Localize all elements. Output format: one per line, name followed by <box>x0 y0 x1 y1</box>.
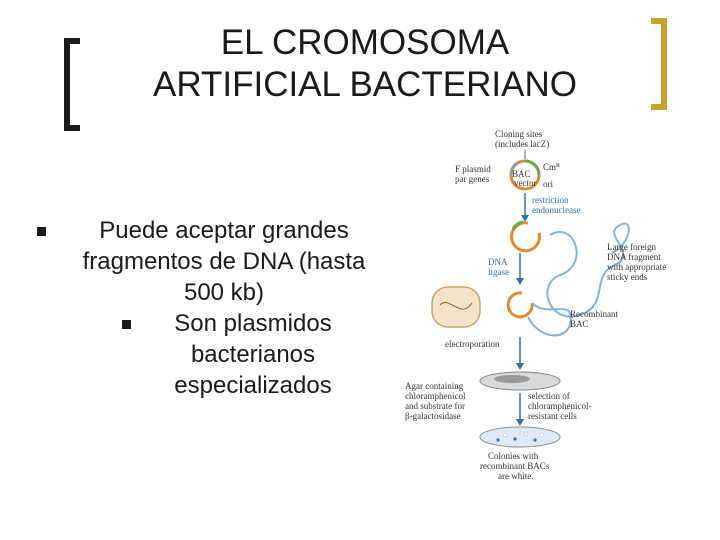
electroporation-label: electroporation <box>445 339 500 349</box>
cut-bac-circle <box>510 220 541 253</box>
bullet-list: Puede aceptar grandes fragmentos de DNA … <box>30 215 390 401</box>
title-line-2: ARTIFICIAL BACTERIANO <box>153 65 577 104</box>
bullet-text-main: Puede aceptar grandes fragmentos de DNA … <box>82 217 366 306</box>
bullet-item-sub: Son plasmidos bacterianos especializados <box>118 308 358 401</box>
foreign-dna-fragment <box>546 222 630 318</box>
recombinant-bac <box>506 291 572 337</box>
bac-vector-circle <box>509 159 541 191</box>
resistant-cells-label: resistant cells <box>528 411 577 421</box>
agar-plate-1 <box>479 371 561 391</box>
square-bullet-icon <box>37 227 46 236</box>
appropriate-label: with appropriate <box>607 262 666 272</box>
right-bracket-decoration <box>651 18 667 110</box>
recombinant-label: Recombinant <box>570 309 618 319</box>
recombinant-bacs-label: recombinant BACs <box>480 461 550 471</box>
bac-label: BAC <box>512 169 531 179</box>
cloning-sites-label: Cloning sites <box>495 129 543 139</box>
ligase-label: ligase <box>488 267 509 277</box>
recombinant-bac-label: BAC <box>570 319 589 329</box>
bacterium-illustration <box>431 286 481 328</box>
chloramphenicol-resistant-label: chloramphenicol- <box>528 401 591 411</box>
par-genes-label: par genes <box>455 174 490 184</box>
restriction-label: restriction <box>532 195 569 205</box>
bac-vector-label: vector <box>514 178 537 188</box>
cm-label: CmR <box>543 162 560 172</box>
dna-fragment-label: DNA fragment <box>607 252 661 262</box>
large-foreign-label: Large foreign <box>607 242 657 252</box>
left-bracket-decoration <box>64 38 80 131</box>
colonies-label: Colonies with <box>488 451 539 461</box>
galactosidase-label: β-galactosidase <box>405 411 461 421</box>
bac-cloning-diagram: BAC vector Cloning sites (includes lacZ)… <box>400 125 700 485</box>
chloramphenicol-label: chloramphenicol <box>405 391 466 401</box>
cloning-sites-sublabel: (includes lacZ) <box>495 139 549 149</box>
square-bullet-icon <box>122 320 131 329</box>
are-white-label: are white. <box>498 471 533 481</box>
dna-label: DNA <box>488 257 508 267</box>
selection-label: selection of <box>528 391 570 401</box>
agar-label: Agar containing <box>405 381 464 391</box>
slide-title: EL CROMOSOMA ARTIFICIAL BACTERIANO <box>90 22 640 106</box>
bac-diagram-svg: BAC vector Cloning sites (includes lacZ)… <box>405 129 666 481</box>
sticky-ends-label: sticky ends <box>607 272 648 282</box>
bullet-item-main: Puede aceptar grandes fragmentos de DNA … <box>30 215 390 308</box>
substrate-label: and substrate for <box>405 401 465 411</box>
endonuclease-label: endonuclease <box>532 205 580 215</box>
agar-plate-2 <box>479 426 561 448</box>
bullet-text-sub: Son plasmidos bacterianos especializados <box>174 310 332 399</box>
title-line-1: EL CROMOSOMA <box>220 23 510 62</box>
ori-label: ori <box>543 179 553 189</box>
f-plasmid-label: F plasmid <box>455 164 491 174</box>
